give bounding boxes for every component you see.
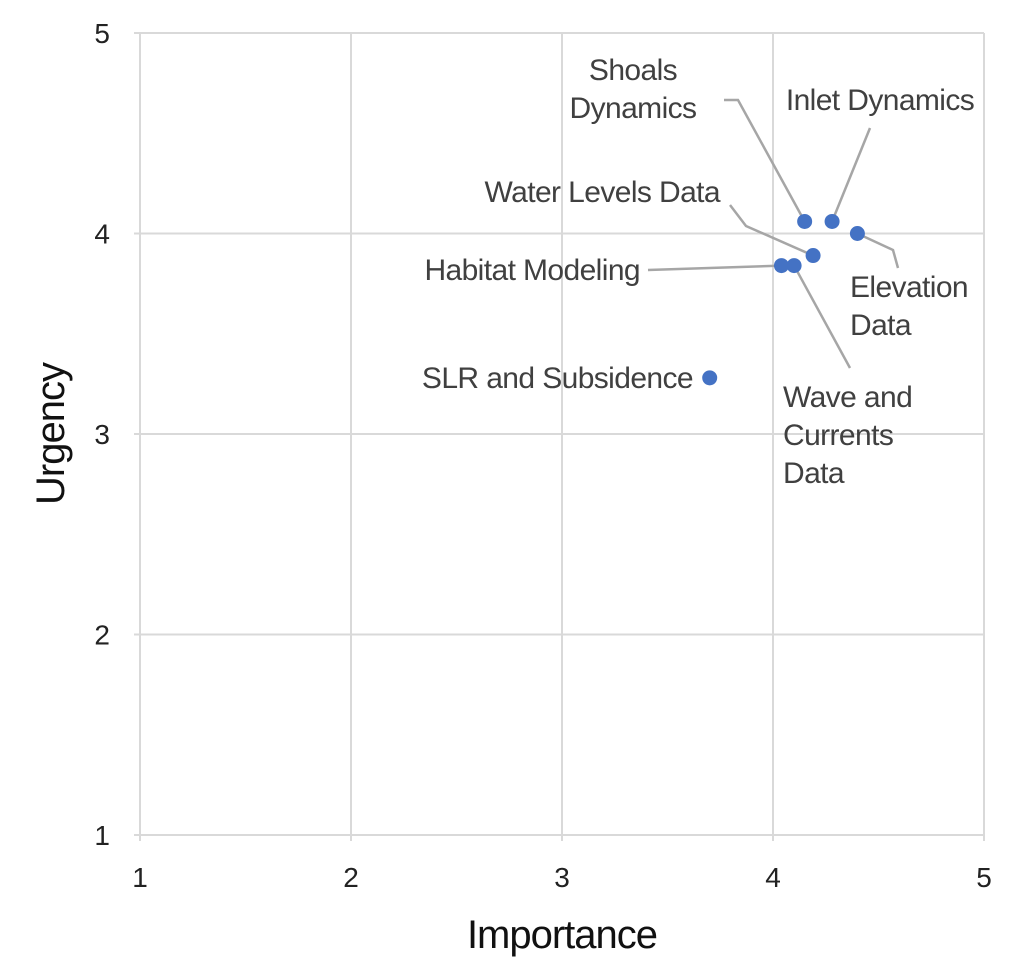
leader-line bbox=[830, 127, 872, 222]
data-label-line: Wave and bbox=[783, 381, 912, 414]
leader-line bbox=[724, 98, 806, 223]
data-label-line: Shoals bbox=[589, 54, 677, 87]
data-point bbox=[702, 370, 718, 386]
y-tick-label: 5 bbox=[94, 18, 110, 49]
data-label-line: Inlet Dynamics bbox=[786, 84, 974, 117]
data-label-line: Data bbox=[850, 309, 912, 342]
data-point bbox=[773, 258, 789, 274]
data-point bbox=[797, 213, 813, 229]
x-axis-title: Importance bbox=[467, 913, 657, 957]
x-tick-label: 4 bbox=[765, 862, 781, 893]
data-point bbox=[805, 248, 821, 264]
data-point bbox=[824, 213, 840, 229]
y-axis-title: Urgency bbox=[29, 362, 73, 505]
leader-lines bbox=[647, 98, 900, 369]
tick-labels: 1 2 3 4 5 1 2 3 4 5 bbox=[94, 18, 991, 893]
data-label-line: Elevation bbox=[850, 271, 968, 304]
x-tick-label: 3 bbox=[554, 862, 570, 893]
x-tick-label: 1 bbox=[132, 862, 148, 893]
leader-line bbox=[793, 264, 852, 369]
y-tick-label: 1 bbox=[94, 820, 110, 851]
y-tick-label: 4 bbox=[94, 219, 110, 250]
x-tick-label: 5 bbox=[976, 862, 992, 893]
data-label: SLR and Subsidence bbox=[422, 362, 693, 395]
data-label: Inlet Dynamics bbox=[786, 84, 974, 117]
data-label-line: Water Levels Data bbox=[485, 176, 721, 209]
leader-line bbox=[647, 264, 782, 272]
leader-line bbox=[856, 232, 900, 269]
data-points bbox=[702, 213, 865, 386]
x-tick-label: 2 bbox=[343, 862, 359, 893]
y-tick-label: 2 bbox=[94, 620, 110, 651]
data-label-line: Currents bbox=[783, 419, 893, 452]
leader-line bbox=[729, 204, 814, 257]
y-tick-label: 3 bbox=[94, 419, 110, 450]
data-label-line: SLR and Subsidence bbox=[422, 362, 693, 395]
data-point bbox=[849, 226, 865, 241]
data-label-line: Data bbox=[783, 457, 845, 490]
data-label: Habitat Modeling bbox=[424, 254, 640, 287]
data-label-line: Habitat Modeling bbox=[424, 254, 640, 287]
data-label-line: Dynamics bbox=[570, 92, 697, 125]
data-point bbox=[786, 258, 802, 274]
data-label: Water Levels Data bbox=[485, 176, 721, 209]
gridlines bbox=[134, 32, 985, 841]
